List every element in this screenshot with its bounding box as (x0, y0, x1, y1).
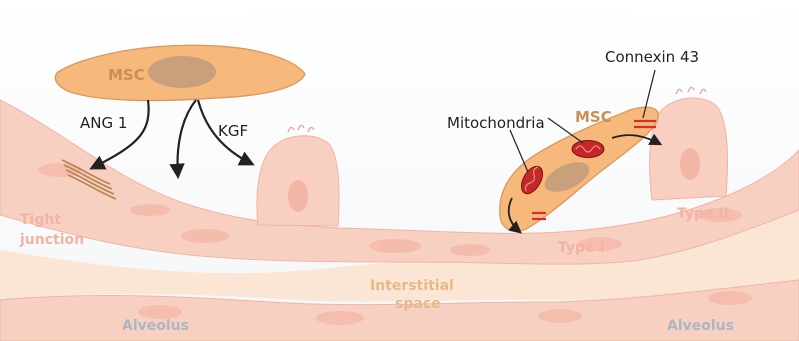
msc-left-label: MSC (108, 66, 145, 84)
msc-right-label: MSC (575, 108, 612, 126)
ang1-label: ANG 1 (80, 114, 127, 132)
msc-left-nucleus (148, 56, 216, 88)
type-ii-label: Type II (677, 206, 729, 222)
space-label: space (395, 296, 441, 312)
alveolus-left-label: Alveolus (122, 318, 189, 334)
tight-label: Tight (20, 212, 61, 228)
junction-label: junction (19, 232, 84, 248)
mitochondrion-upper (572, 141, 604, 158)
mitochondria-label: Mitochondria (447, 114, 545, 132)
interstitial-label: Interstitial (370, 278, 454, 294)
alveolus-right-label: Alveolus (667, 318, 734, 334)
type-i-label: Type I (558, 240, 605, 256)
kgf-label: KGF (218, 122, 248, 140)
connexin-label: Connexin 43 (605, 48, 699, 66)
